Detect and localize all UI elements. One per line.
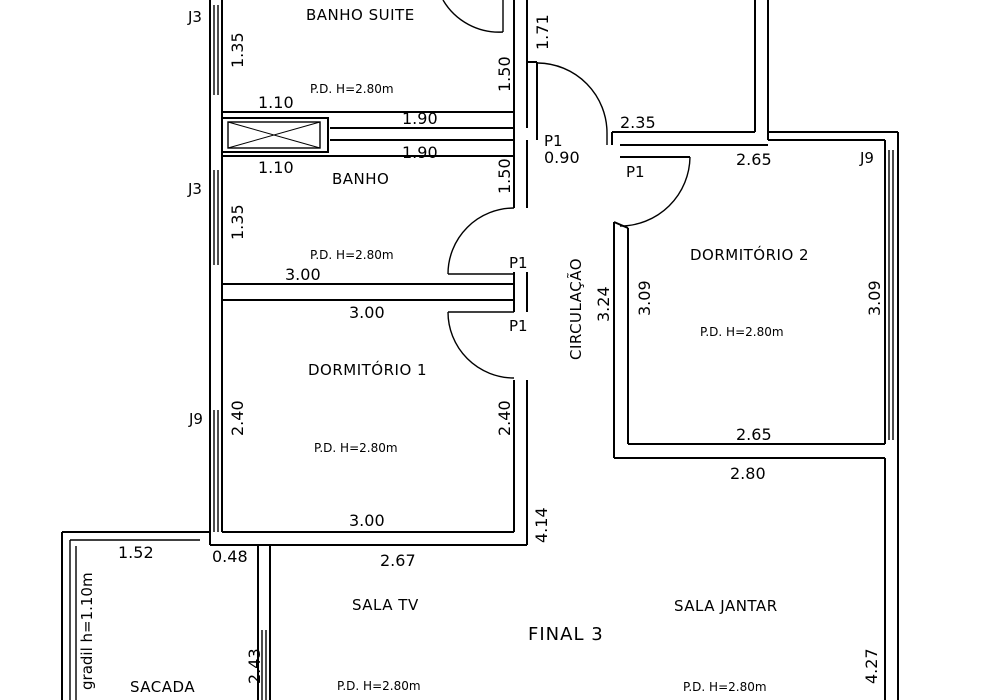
room-dormitorio-1: DORMITÓRIO 1 — [308, 360, 427, 379]
railing-label: gradil h=1.10m — [78, 572, 96, 690]
dim-dormitorio-1-right: 2.40 — [495, 400, 514, 436]
dim-upper-room-bottom: 2.35 — [620, 113, 656, 132]
ceiling-height-dormitorio-1: P.D. H=2.80m — [314, 441, 398, 455]
dim-circulation-top: 1.71 — [533, 14, 552, 50]
window-tag-j3-mid: J3 — [187, 180, 202, 198]
dim-dormitorio-1-top: 3.00 — [349, 303, 385, 322]
walls — [61, 0, 899, 700]
dim-banho-height: 1.35 — [228, 204, 247, 240]
ceiling-height-sala-tv: P.D. H=2.80m — [337, 679, 421, 693]
ceiling-height-dormitorio-2: P.D. H=2.80m — [700, 325, 784, 339]
dim-banho-bottom: 3.00 — [285, 265, 321, 284]
dim-shaft-upper: 1.10 — [258, 93, 294, 112]
window-tag-j9-left: J9 — [188, 410, 203, 428]
dim-dormitorio-1-left: 2.40 — [228, 400, 247, 436]
dim-sala-jantar-right: 4.27 — [862, 648, 881, 684]
room-sacada: SACADA — [130, 678, 195, 696]
dim-suite-bottom: 1.90 — [402, 109, 438, 128]
room-sala-tv: SALA TV — [352, 596, 419, 614]
dim-sala-tv-top: 2.67 — [380, 551, 416, 570]
ceiling-height-banho-suite: P.D. H=2.80m — [310, 82, 394, 96]
dim-circulation-bottom: 4.14 — [532, 507, 551, 543]
room-dormitorio-2: DORMITÓRIO 2 — [690, 245, 809, 264]
dim-shaft-lower: 1.10 — [258, 158, 294, 177]
room-banho: BANHO — [332, 170, 389, 188]
door-swings — [442, 0, 691, 379]
ceiling-height-sala-jantar: P.D. H=2.80m — [683, 680, 767, 694]
dim-dormitorio-2-bottom: 2.65 — [736, 425, 772, 444]
door-tag-p1-dormitorio-2: P1 — [626, 163, 645, 181]
dim-dormitorio-2-right: 3.09 — [865, 280, 884, 316]
dim-circulation-width: 0.90 — [544, 148, 580, 167]
window-tag-j3-top: J3 — [187, 8, 202, 26]
room-banho-suite: BANHO SUITE — [306, 6, 415, 24]
door-tag-p1-circulation: P1 — [544, 132, 563, 150]
plan-title: FINAL 3 — [528, 624, 604, 645]
dim-sacada-top: 1.52 — [118, 543, 154, 562]
door-tag-p1-banho: P1 — [509, 254, 528, 272]
dim-sala-jantar-top: 2.80 — [730, 464, 766, 483]
dim-dormitorio-2-left: 3.09 — [635, 280, 654, 316]
dim-banho-door: 1.50 — [495, 158, 514, 194]
dim-partition-short: 0.48 — [212, 547, 248, 566]
dim-banho-top: 1.90 — [402, 143, 438, 162]
dim-dormitorio-1-bottom: 3.00 — [349, 511, 385, 530]
room-sala-jantar: SALA JANTAR — [674, 597, 778, 615]
dim-sala-tv-left: 2.43 — [245, 648, 264, 684]
dim-banho-suite-door: 1.50 — [495, 56, 514, 92]
door-tag-p1-dormitorio-1: P1 — [509, 317, 528, 335]
ceiling-height-banho: P.D. H=2.80m — [310, 248, 394, 262]
window-tag-j9-right: J9 — [859, 149, 874, 167]
dim-banho-suite-height: 1.35 — [228, 32, 247, 68]
dim-circulation-length: 3.24 — [594, 286, 613, 322]
room-circulacao: CIRCULAÇÃO — [566, 258, 585, 360]
dim-dormitorio-2-top: 2.65 — [736, 150, 772, 169]
